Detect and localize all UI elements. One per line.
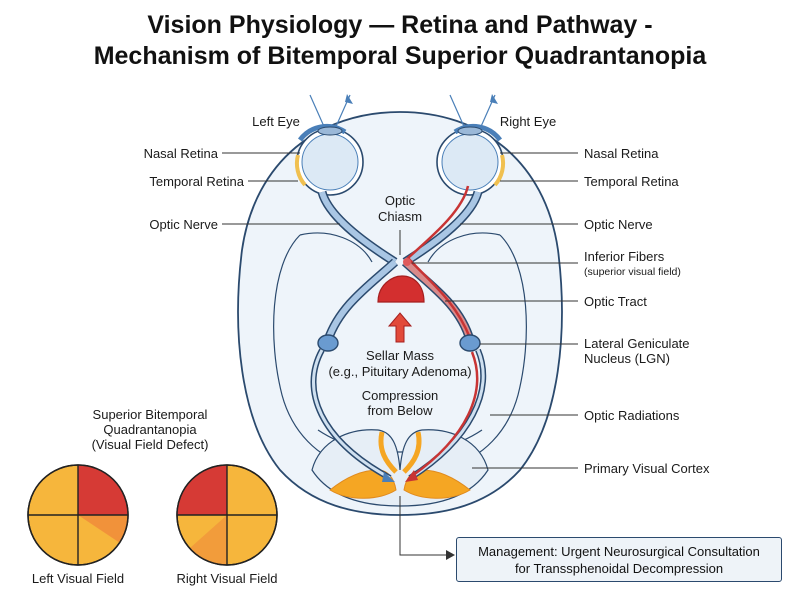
calcarine-left — [378, 431, 398, 474]
label-left-eye: Left Eye — [252, 114, 300, 129]
label-inferior-fibers: Inferior Fibers — [584, 249, 665, 264]
left-visual-field — [27, 464, 129, 566]
ray-right-arrow — [490, 94, 498, 104]
label-compression-2: from Below — [367, 403, 433, 418]
calcarine-right — [402, 431, 422, 474]
label-compression-1: Compression — [362, 388, 439, 403]
temporal-contour-left — [299, 232, 373, 263]
radiation-arrow-right — [405, 470, 418, 482]
radiation-arrow-left — [382, 472, 395, 482]
label-left-visual-field: Left Visual Field — [32, 571, 124, 586]
label-sellar-mass-2: (e.g., Pituitary Adenoma) — [328, 364, 471, 379]
left-lobe-contour — [273, 234, 351, 467]
management-pointer-arrow — [446, 550, 455, 560]
label-optic-radiations: Optic Radiations — [584, 408, 680, 423]
label-temporal-retina-left: Temporal Retina — [149, 174, 244, 189]
primary-visual-cortex-left — [329, 469, 397, 499]
label-temporal-retina-right: Temporal Retina — [584, 174, 679, 189]
sellar-mass — [377, 275, 425, 303]
label-sellar-mass-1: Sellar Mass — [366, 348, 434, 363]
right-visual-field — [176, 464, 278, 566]
label-defect-1: Superior Bitemporal — [93, 407, 208, 422]
label-optic-tract: Optic Tract — [584, 294, 647, 309]
management-line-1: Management: Urgent Neurosurgical Consult… — [478, 544, 760, 559]
affected-radiation-red — [411, 351, 479, 478]
label-nasal-retina-right: Nasal Retina — [584, 146, 659, 161]
right-lobe-contour — [449, 234, 527, 467]
right-field-defect-quadrant — [177, 465, 227, 515]
left-field-defect-quadrant — [78, 465, 128, 515]
left-optic-nerve-inner — [319, 191, 397, 265]
label-nasal-retina-left: Nasal Retina — [144, 146, 219, 161]
left-optic-radiation-inner — [312, 349, 391, 480]
label-defect-2: Quadrantanopia — [103, 422, 197, 437]
left-lgn — [317, 334, 339, 352]
label-lgn-2: Nucleus (LGN) — [584, 351, 670, 366]
label-right-visual-field: Right Visual Field — [177, 571, 278, 586]
left-optic-tract-inner — [325, 259, 398, 342]
affected-crossing-fibers — [406, 185, 472, 339]
label-primary-visual-cortex: Primary Visual Cortex — [584, 461, 710, 476]
label-inferior-fibers-sub: (superior visual field) — [584, 266, 681, 278]
label-optic-chiasm-1: Optic — [385, 193, 416, 208]
ray-left-arrow — [345, 94, 353, 104]
compression-arrow — [387, 312, 413, 343]
label-right-eye: Right Eye — [500, 114, 556, 129]
page-title: Vision Physiology — Retina and Pathway -… — [0, 10, 800, 72]
right-eye — [436, 123, 506, 196]
label-optic-chiasm-2: Chiasm — [378, 209, 422, 224]
title-line-2: Mechanism of Bitemporal Superior Quadran… — [93, 42, 707, 70]
label-lgn-1: Lateral Geniculate — [584, 336, 690, 351]
management-line-2: for Transsphenoidal Decompression — [514, 561, 724, 576]
leader-lines — [222, 152, 578, 556]
temporal-contour-right — [427, 232, 501, 263]
management-box: Management: Urgent Neurosurgical Consult… — [456, 537, 782, 582]
left-eye — [294, 123, 364, 196]
label-optic-nerve-right: Optic Nerve — [584, 217, 653, 232]
label-optic-nerve-left: Optic Nerve — [149, 217, 218, 232]
chiasm-lesion-point — [403, 258, 411, 266]
label-defect-3: (Visual Field Defect) — [92, 437, 209, 452]
right-optic-nerve-inner — [403, 191, 481, 265]
right-lgn — [459, 334, 481, 352]
title-line-1: Vision Physiology — Retina and Pathway - — [147, 11, 653, 39]
right-optic-radiation-inner — [409, 349, 485, 480]
